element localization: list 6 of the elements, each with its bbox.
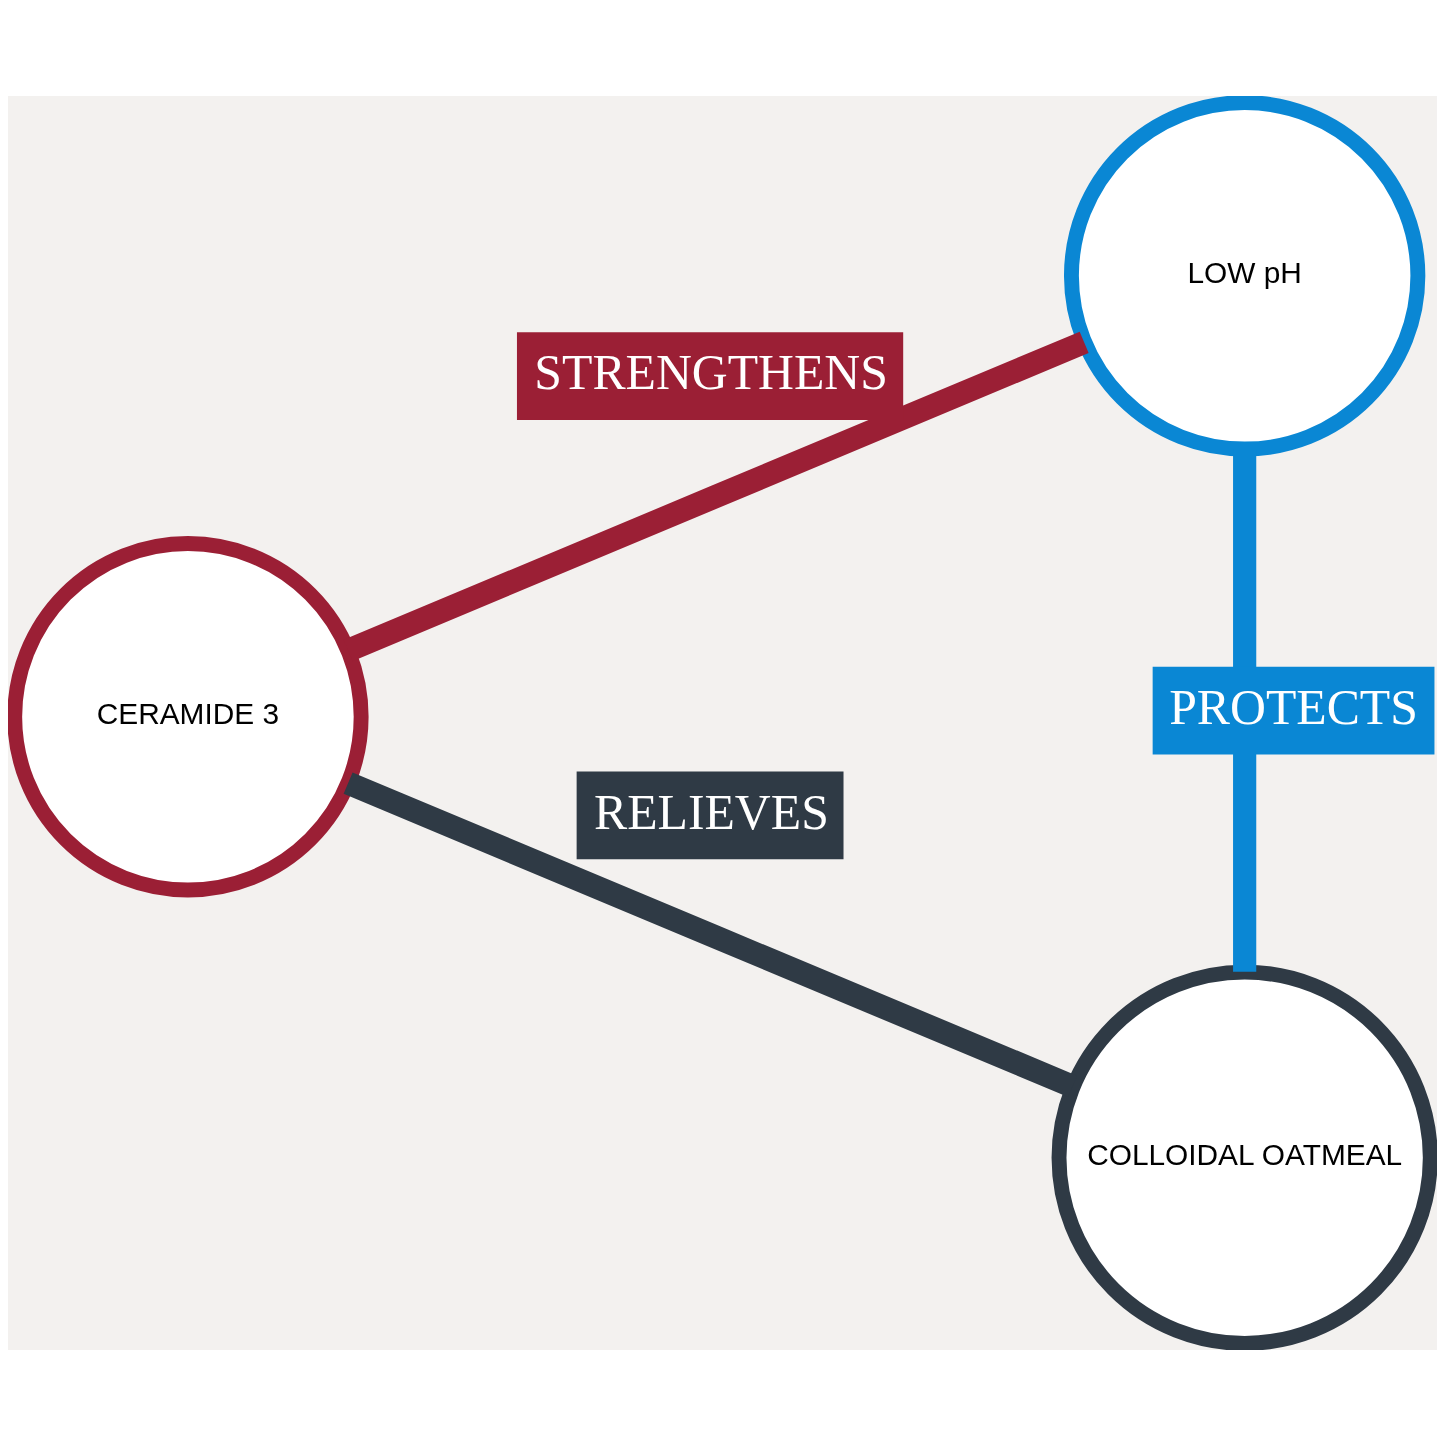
node-circle: LOW pH xyxy=(1063,95,1426,457)
edge-label: RELIEVES xyxy=(594,784,829,840)
edge-label: STRENGTHENS xyxy=(534,344,888,400)
node-circle: CERAMIDE 3 xyxy=(8,535,369,897)
node-circle: COLLOIDAL OATMEAL xyxy=(1051,964,1437,1350)
edge-label: PROTECTS xyxy=(1169,679,1418,735)
